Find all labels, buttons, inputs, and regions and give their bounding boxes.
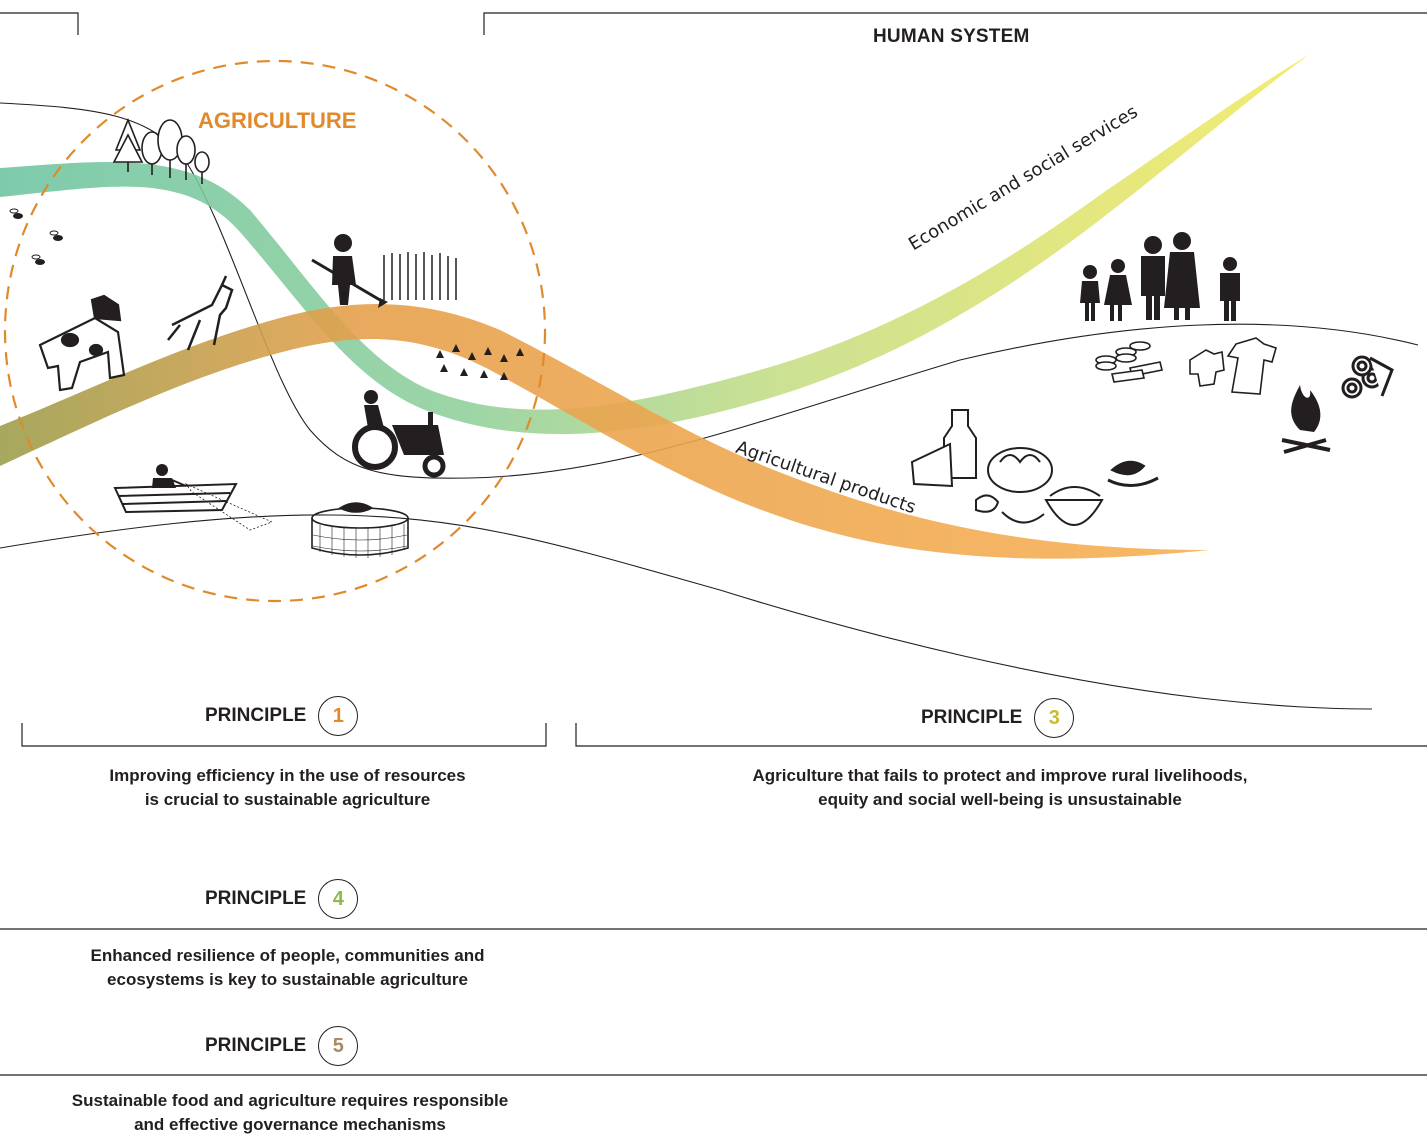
top-bracket-right <box>483 12 1427 35</box>
principle-1-bracket <box>21 723 547 747</box>
seedlings-icon <box>436 344 524 380</box>
principle-5-heading: PRINCIPLE 5 <box>205 1026 359 1066</box>
principle-3-heading: PRINCIPLE 3 <box>921 698 1075 738</box>
crop-field-icon <box>383 252 457 300</box>
principle-3-line-1: Agriculture that fails to protect and im… <box>752 766 1248 785</box>
tractor-icon <box>352 390 446 478</box>
fish-farm-icon <box>311 502 409 558</box>
principle-4-line-1: Enhanced resilience of people, communiti… <box>90 946 485 965</box>
principle-3-bracket <box>575 723 1427 747</box>
land-curve-lower <box>0 514 1373 710</box>
products-flow-band <box>0 304 1210 559</box>
principle-3-number: 3 <box>1034 698 1075 738</box>
principle-3-line-2: equity and social well-being is unsustai… <box>818 789 1182 809</box>
logs-icon <box>1341 355 1394 399</box>
principle-4-line-2: ecosystems is key to sustainable agricul… <box>107 969 468 989</box>
services-flow-band <box>0 54 1310 435</box>
dairy-food-icon <box>910 409 1159 526</box>
principle-3-text: Agriculture that fails to protect and im… <box>700 764 1300 812</box>
agriculture-title: AGRICULTURE <box>198 108 357 133</box>
principle-5-label: PRINCIPLE <box>205 1035 307 1056</box>
fishing-boat-icon <box>113 464 274 531</box>
trees-icon <box>112 117 210 184</box>
principle-1-text: Improving efficiency in the use of resou… <box>60 764 515 812</box>
bees-icon <box>9 208 63 265</box>
principle-5-number: 5 <box>318 1026 359 1066</box>
human-system-title: HUMAN SYSTEM <box>873 26 1030 47</box>
principle-4-label: PRINCIPLE <box>205 888 307 909</box>
land-curve-upper <box>0 102 1419 479</box>
top-bracket-left <box>0 12 79 35</box>
principle-5-text: Sustainable food and agriculture require… <box>30 1089 550 1137</box>
cow-icon <box>38 294 126 392</box>
principle-4-text: Enhanced resilience of people, communiti… <box>35 944 540 992</box>
fire-icon <box>1281 385 1331 454</box>
farmer-hoeing-icon <box>311 234 388 308</box>
principle-5-line-2: and effective governance mechanisms <box>134 1114 446 1134</box>
principle-4-number: 4 <box>318 879 359 919</box>
principle-1-line-1: Improving efficiency in the use of resou… <box>109 766 466 785</box>
agriculture-circle <box>3 59 547 603</box>
coins-icon <box>1095 341 1163 383</box>
principle-1-line-2: is crucial to sustainable agriculture <box>144 789 431 809</box>
clothes-icon <box>1189 337 1277 395</box>
family-icon <box>1080 232 1240 321</box>
principle-5-line-1: Sustainable food and agriculture require… <box>71 1091 509 1110</box>
principle-3-label: PRINCIPLE <box>921 707 1023 728</box>
goat-icon <box>167 275 234 351</box>
principle-1-label: PRINCIPLE <box>205 705 307 726</box>
principle-1-number: 1 <box>318 696 359 736</box>
principle-1-heading: PRINCIPLE 1 <box>205 696 359 736</box>
principle-4-heading: PRINCIPLE 4 <box>205 879 359 919</box>
